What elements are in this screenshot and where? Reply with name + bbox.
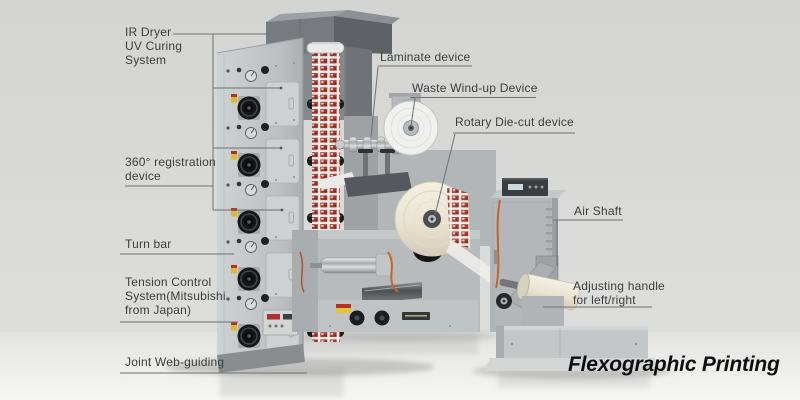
- waste-windup-roll: [383, 96, 439, 156]
- label-tension-control: Tension Control System(Mitsubishi from J…: [125, 275, 226, 317]
- rewinder-unit: [484, 255, 660, 371]
- label-adjusting-handle: Adjusting handle for left/right: [573, 279, 665, 307]
- diagram-title: Flexographic Printing: [568, 353, 780, 376]
- label-registration: 360° registration device: [125, 155, 216, 183]
- label-joint-web-guiding: Joint Web-guiding: [125, 355, 225, 369]
- press-knobs: [349, 310, 390, 326]
- leader-lines: [120, 33, 652, 374]
- adjusting-handle-knob: [496, 293, 512, 309]
- label-turn-bar: Turn bar: [125, 237, 172, 251]
- control-box: [502, 178, 548, 196]
- label-air-shaft: Air Shaft: [574, 204, 622, 218]
- label-waste-windup: Waste Wind-up Device: [412, 81, 538, 95]
- label-ir-dryer: IR Dryer UV Curing System: [125, 25, 183, 67]
- label-laminate-device: Laminate device: [380, 50, 471, 64]
- label-rotary-die-cut: Rotary Die-cut device: [455, 115, 574, 129]
- nameplate: [402, 312, 430, 320]
